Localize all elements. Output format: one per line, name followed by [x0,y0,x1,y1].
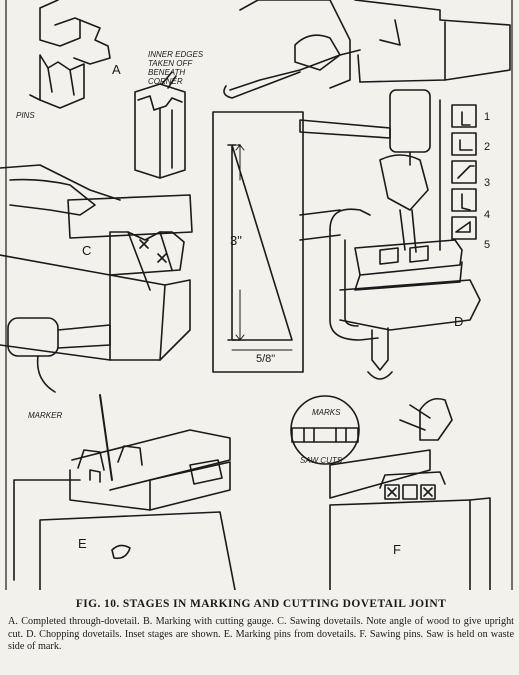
panel-dividers [5,0,513,590]
label-marks: MARKS [312,408,341,417]
note-inner-edges-2: TAKEN OFF [148,59,193,68]
figure-caption: FIG. 10. STAGES IN MARKING AND CUTTING D… [8,598,514,654]
label-c: C [82,243,91,258]
dimension-drawing [212,111,304,373]
panel-e-marking-pins [13,394,236,590]
caption-body: A. Completed through-dovetail. B. Markin… [8,616,514,652]
dimension-height: 3" [230,233,242,248]
stage-number-4: 4 [484,209,490,221]
panel-b-gauge-hand [223,0,511,99]
dovetail-illustration: A INNER EDGES TAKEN OFF BENEATH CORNER P… [0,0,513,590]
note-inner-edges-3: BENEATH [148,68,185,77]
stage-number-5: 5 [484,239,490,251]
label-marker: MARKER [28,411,62,420]
stage-number-2: 2 [484,141,490,153]
label-saw-cuts: SAW CUTS [300,456,343,465]
panel-c-sawing [0,164,193,361]
panel-c-mallet [7,317,111,393]
panel-a-dovetail [29,0,111,109]
panel-f-sawing-pins [290,395,491,590]
label-e: E [78,536,87,551]
figure-labels: A INNER EDGES TAKEN OFF BENEATH CORNER P… [16,50,490,557]
stage-number-3: 3 [484,177,490,189]
label-pins: PINS [16,111,35,120]
label-d: D [454,314,463,329]
inset-stages [439,99,477,251]
label-f: F [393,542,401,557]
label-a: A [112,62,121,77]
panel-d-clamp [299,208,481,380]
dimension-width: 5/8" [256,353,275,365]
note-inner-edges-4: CORNER [148,77,183,86]
stage-number-1: 1 [484,111,490,123]
panel-d-mallet-chisel [299,89,431,253]
caption-title: FIG. 10. STAGES IN MARKING AND CUTTING D… [75,598,447,610]
note-inner-edges-1: INNER EDGES [148,50,204,59]
panel-b-tail-board [134,71,186,179]
